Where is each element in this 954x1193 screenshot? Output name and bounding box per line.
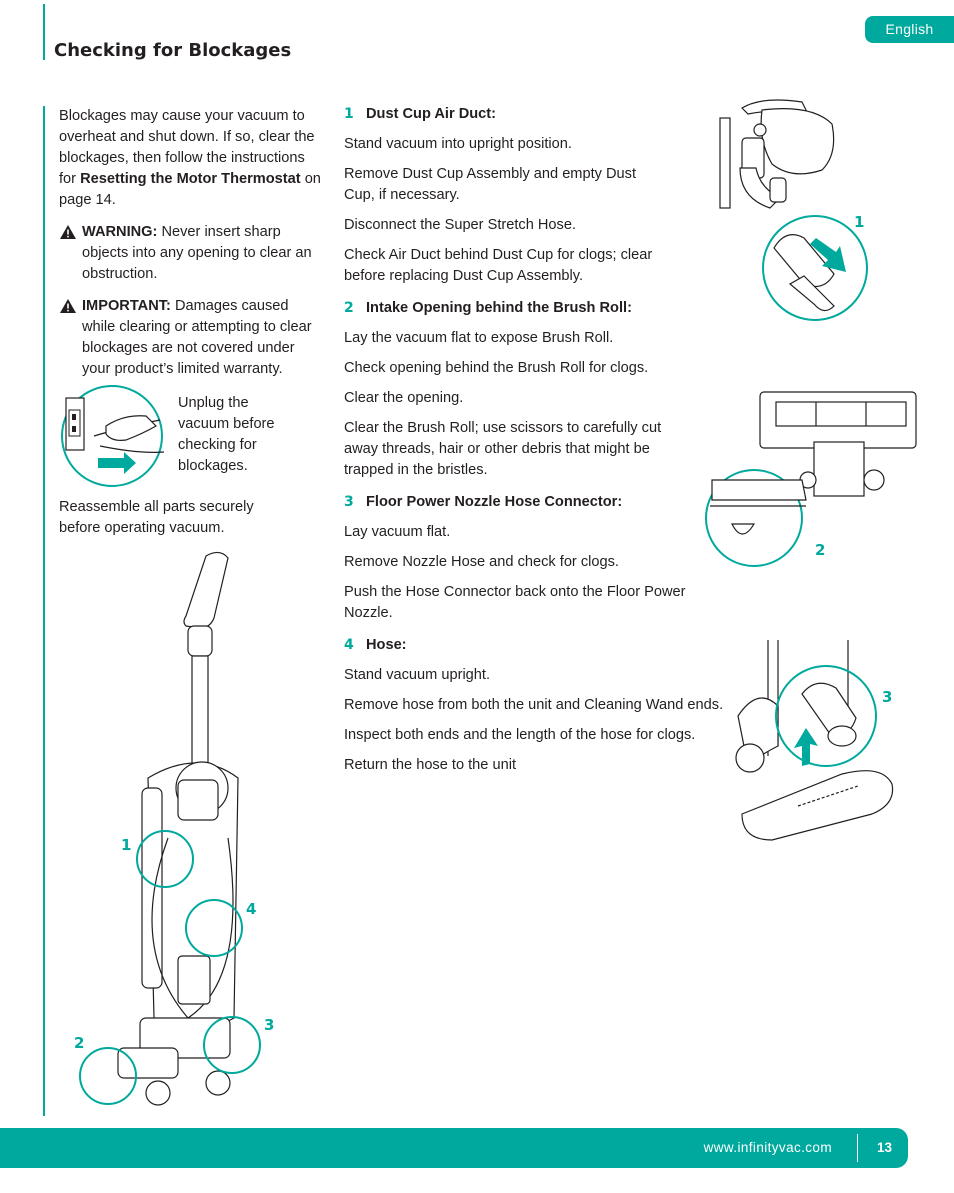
step-heading: Floor Power Nozzle Hose Connector:	[366, 494, 623, 510]
step-heading: Hose:	[366, 637, 407, 653]
warning-icon	[60, 225, 76, 239]
callout-1: 1	[121, 836, 132, 854]
unplug-illustration	[61, 385, 165, 487]
step-number: 1	[344, 106, 354, 122]
warning-icon	[60, 299, 76, 313]
intro-paragraph: Blockages may cause your vacuum to overh…	[59, 108, 321, 208]
step-line: Return the hose to the unit	[344, 757, 516, 773]
step-line: Check Air Duct behind Dust Cup for clogs…	[344, 247, 653, 284]
step-line: Disconnect the Super Stretch Hose.	[344, 217, 576, 233]
brush-roll-illustration	[705, 391, 917, 567]
website-link[interactable]: www.infinityvac.com	[703, 1140, 832, 1155]
important-label: IMPORTANT:	[82, 298, 171, 314]
step-line: Remove Dust Cup Assembly and empty Dust …	[344, 166, 636, 203]
accent-rule-body	[43, 106, 45, 1116]
callout-2: 2	[74, 1034, 85, 1052]
accent-rule-top	[43, 4, 45, 60]
step-line: Clear the opening.	[344, 390, 464, 406]
page-title: Checking for Blockages	[54, 40, 292, 61]
step-4: 4 Hose: Stand vacuum upright. Remove hose…	[344, 635, 734, 776]
dust-cup-illustration	[719, 99, 868, 321]
reassemble-instruction: Reassemble all parts securely before ope…	[59, 499, 254, 536]
step-number: 4	[344, 637, 354, 653]
step-line: Push the Hose Connector back onto the Fl…	[344, 584, 686, 621]
step-heading: Dust Cup Air Duct:	[366, 106, 496, 122]
step-number: 2	[344, 300, 354, 316]
callout-3: 3	[264, 1016, 275, 1034]
step-line: Remove hose from both the unit and Clean…	[344, 697, 724, 713]
step-3: 3 Floor Power Nozzle Hose Connector: Lay …	[344, 492, 734, 624]
upright-vacuum-illustration	[79, 551, 261, 1106]
footer-bar: www.infinityvac.com 13	[0, 1128, 908, 1168]
footer-divider	[857, 1134, 858, 1162]
callout-4: 4	[246, 900, 257, 918]
step-line: Clear the Brush Roll; use scissors to ca…	[344, 420, 662, 478]
step-heading: Intake Opening behind the Brush Roll:	[366, 300, 632, 316]
step-number: 3	[344, 494, 354, 510]
step-line: Stand vacuum upright.	[344, 667, 491, 683]
callout-right-1: 1	[854, 213, 865, 231]
language-tab[interactable]: English	[865, 16, 954, 43]
step-line: Remove Nozzle Hose and check for clogs.	[344, 554, 619, 570]
step-line: Lay vacuum flat.	[344, 524, 451, 540]
thermostat-reference: Resetting the Motor Thermostat	[80, 171, 301, 187]
important-note: IMPORTANT: Damages caused while clearing…	[59, 296, 321, 380]
callout-right-3: 3	[882, 688, 893, 706]
steps-column: 1 Dust Cup Air Duct: Stand vacuum into up…	[344, 104, 734, 787]
step-line: Lay the vacuum flat to expose Brush Roll…	[344, 330, 614, 346]
intro-column: Blockages may cause your vacuum to overh…	[59, 106, 321, 380]
step-1: 1 Dust Cup Air Duct: Stand vacuum into up…	[344, 104, 734, 287]
step-2: 2 Intake Opening behind the Brush Roll: L…	[344, 298, 734, 481]
warning-label: WARNING:	[82, 224, 158, 240]
warning-text: Never insert sharp objects into any open…	[82, 224, 312, 282]
unplug-instruction: Unplug the vacuum before checking for bl…	[178, 395, 275, 474]
callout-right-2: 2	[815, 541, 826, 559]
warning-note: WARNING: Never insert sharp objects into…	[59, 222, 321, 285]
floor-nozzle-illustration	[735, 640, 894, 841]
page-number: 13	[876, 1140, 892, 1155]
step-line: Stand vacuum into upright position.	[344, 136, 572, 152]
step-line: Check opening behind the Brush Roll for …	[344, 360, 649, 376]
important-text: Damages caused while clearing or attempt…	[82, 298, 312, 377]
step-line: Inspect both ends and the length of the …	[344, 727, 696, 743]
